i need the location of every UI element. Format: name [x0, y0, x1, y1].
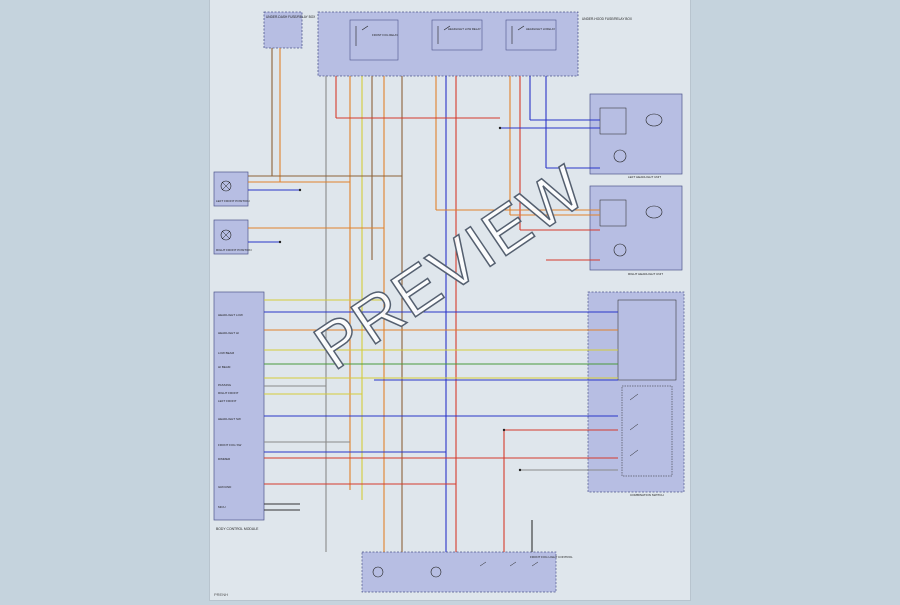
svg-text:FRONT FOG RELAY: FRONT FOG RELAY [372, 33, 398, 37]
top-left-fuse-box [263, 11, 303, 49]
svg-text:LEFT HEADLIGHT UNIT: LEFT HEADLIGHT UNIT [628, 175, 661, 179]
wires [248, 48, 618, 552]
right-headlight-unit [589, 185, 683, 271]
svg-text:HI BEAM: HI BEAM [218, 365, 231, 369]
svg-text:LOW BEAM: LOW BEAM [218, 351, 235, 355]
body-control-module [213, 291, 265, 521]
combination-switch-box [587, 291, 685, 493]
svg-text:RIGHT FRONT POSITION: RIGHT FRONT POSITION [216, 248, 252, 252]
svg-text:FRONT FOG LIGHT CONTROL: FRONT FOG LIGHT CONTROL [530, 555, 573, 559]
wire-junctions [278, 126, 522, 472]
relay-box-label: UNDER-HOOD FUSE/RELAY BOX [582, 17, 633, 21]
svg-text:LEFT FRONT: LEFT FRONT [218, 399, 237, 403]
svg-text:FRONT FOG SW: FRONT FOG SW [218, 443, 241, 447]
left-front-position-box [213, 171, 249, 207]
module-row-labels: HEADLIGHT LOW HEADLIGHT HI LOW BEAM HI B… [218, 313, 243, 509]
svg-text:RIGHT FRONT: RIGHT FRONT [218, 391, 239, 395]
svg-text:HEADLIGHT HI RELAY: HEADLIGHT HI RELAY [526, 27, 555, 31]
wiring-diagram: UNDER-DASH FUSE/RELAY BOX UNDER-HOOD FUS… [213, 11, 685, 593]
svg-text:HEADLIGHT LOW: HEADLIGHT LOW [218, 313, 243, 317]
svg-text:RIGHT HEADLIGHT UNIT: RIGHT HEADLIGHT UNIT [628, 272, 663, 276]
footer-code: PRENH [214, 592, 229, 597]
svg-text:GROUND: GROUND [218, 485, 232, 489]
wiring-diagram-sheet: UNDER-DASH FUSE/RELAY BOX UNDER-HOOD FUS… [210, 0, 690, 600]
right-front-position-box [213, 219, 249, 255]
svg-text:DIMMER: DIMMER [218, 457, 231, 461]
svg-text:LEFT FRONT POSITION: LEFT FRONT POSITION [216, 199, 250, 203]
relay-headlight-low: HEADLIGHT LOW RELAY [431, 19, 483, 51]
front-fog-control-box [361, 551, 557, 593]
svg-text:HEADLIGHT LOW RELAY: HEADLIGHT LOW RELAY [448, 27, 481, 31]
relay-headlight-hi: HEADLIGHT HI RELAY [505, 19, 557, 51]
top-fuse-label: UNDER-DASH FUSE/RELAY BOX [266, 15, 316, 19]
svg-text:BODY CONTROL MODULE: BODY CONTROL MODULE [216, 527, 259, 531]
svg-text:MICU: MICU [218, 505, 226, 509]
svg-text:HEADLIGHT HI: HEADLIGHT HI [218, 331, 239, 335]
relay-front-fog: FRONT FOG RELAY [349, 19, 399, 61]
svg-text:PASSING: PASSING [218, 383, 232, 387]
svg-text:COMBINATION SWITCH: COMBINATION SWITCH [630, 493, 664, 497]
relay-box [317, 11, 579, 77]
svg-text:HEADLIGHT SW: HEADLIGHT SW [218, 417, 241, 421]
